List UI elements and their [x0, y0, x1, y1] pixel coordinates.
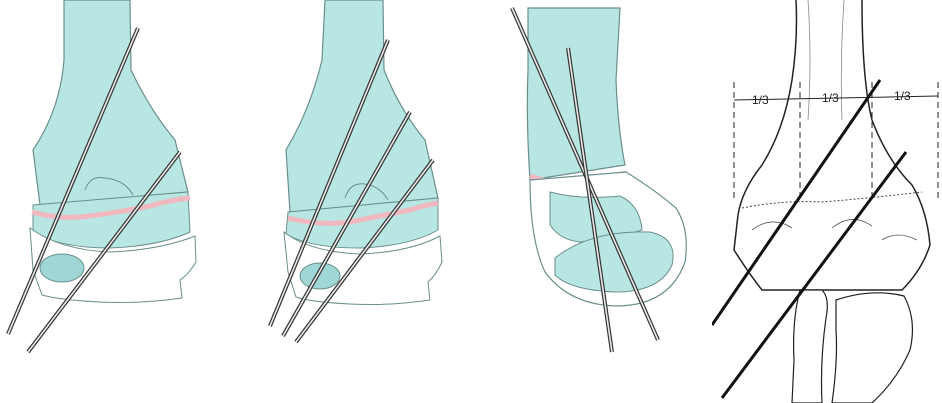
panel-4-line-drawing-thirds: 1/3 1/3 1/3	[712, 0, 942, 403]
panel-2-three-pins	[250, 0, 470, 403]
humerus-outline	[734, 0, 930, 290]
ulna-olecranon	[832, 293, 912, 403]
panel-3-lateral-view	[490, 0, 705, 403]
radius-head	[792, 290, 827, 403]
capitellum-ossification-center	[40, 254, 84, 282]
thirds-label-2: 1/3	[822, 91, 839, 105]
thirds-label-1: 1/3	[752, 93, 769, 107]
panel-1-two-crossed-pins	[0, 0, 235, 403]
thirds-label-3: 1/3	[894, 89, 911, 103]
